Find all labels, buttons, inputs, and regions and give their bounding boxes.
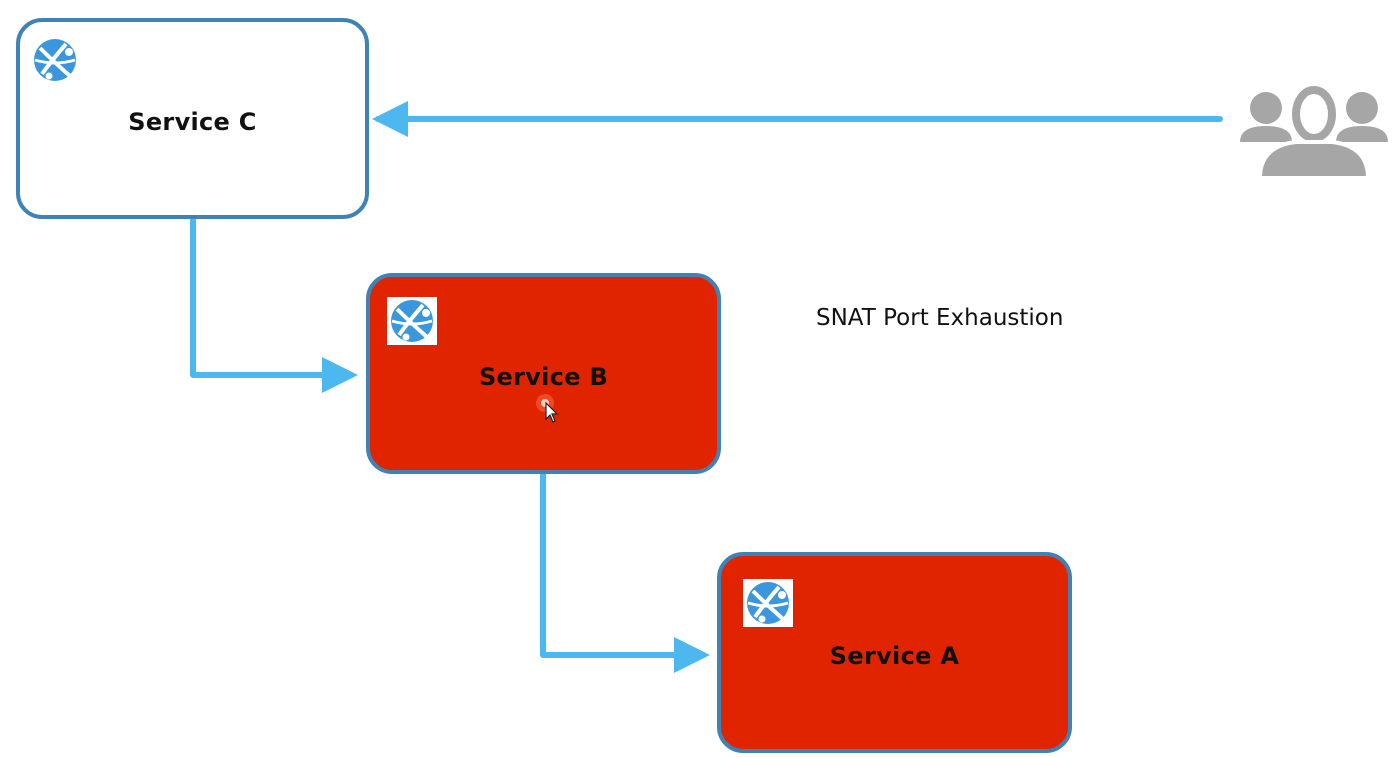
service-c-label: Service C (128, 108, 257, 136)
snat-annotation: SNAT Port Exhaustion (816, 305, 1064, 331)
edge-service-c-to-service-b (190, 218, 358, 393)
service-a-label: Service A (829, 642, 960, 670)
service-c-node[interactable]: Service C (16, 18, 369, 219)
service-b-label: Service B (478, 363, 609, 391)
service-b-node[interactable]: Service B (366, 273, 721, 474)
azure-cloud-service-icon (743, 579, 793, 627)
azure-cloud-service-icon (387, 297, 437, 345)
edge-service-b-to-service-a (540, 472, 710, 673)
azure-cloud-service-icon (30, 36, 80, 84)
service-a-node[interactable]: Service A (717, 552, 1072, 753)
users-group-icon (1238, 84, 1390, 180)
mouse-pointer-icon (532, 393, 564, 425)
